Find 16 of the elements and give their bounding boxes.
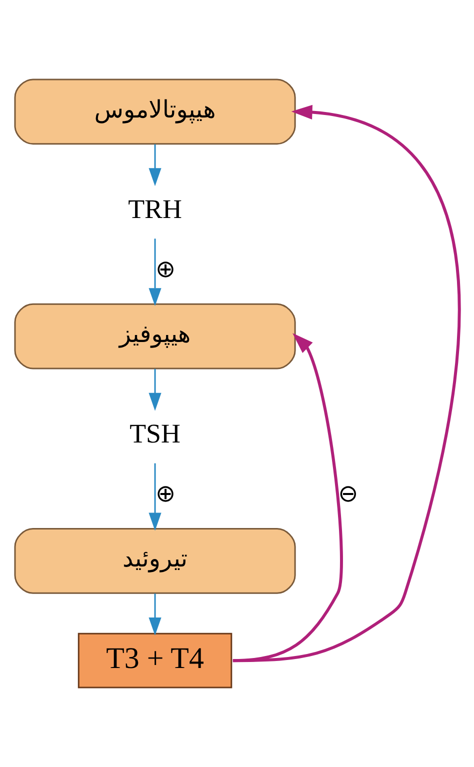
arrow: [148, 594, 161, 636]
edge-label: ⊕: [154, 254, 176, 283]
node-box: تیروئید: [14, 528, 296, 594]
node-text: TRH: [128, 194, 182, 224]
arrow: [148, 463, 161, 531]
arrow: [232, 104, 460, 662]
node-box: هیپوفیز: [14, 303, 296, 370]
arrow: [148, 368, 161, 411]
arrow: [148, 238, 161, 306]
node-box: T3 + T4: [77, 632, 232, 688]
edge-label: ⊖: [338, 480, 358, 508]
node-box: هیپوتالاموس: [14, 78, 296, 145]
arrow: [232, 333, 342, 662]
node-text: TSH: [129, 418, 180, 449]
edge-label: ⊕: [154, 480, 176, 508]
arrow: [148, 144, 161, 186]
